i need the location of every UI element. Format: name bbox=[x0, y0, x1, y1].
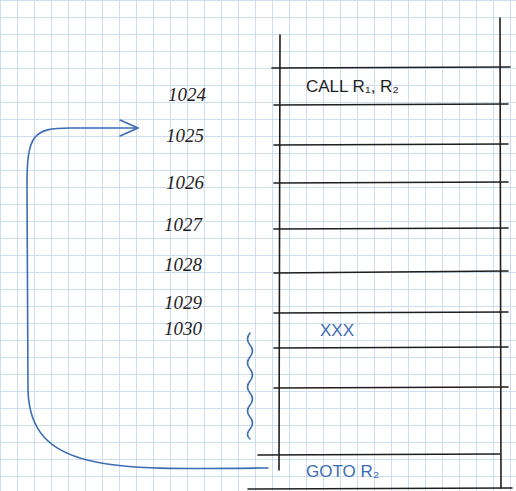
instruction-text: GOTO R₂ bbox=[306, 462, 379, 482]
address-number: 1026 bbox=[166, 172, 204, 194]
arrow-head bbox=[120, 120, 138, 136]
address-number: 1025 bbox=[166, 125, 204, 147]
address-number: 1030 bbox=[164, 318, 202, 340]
instruction-text: XXX bbox=[320, 321, 354, 341]
jump-arrow bbox=[27, 128, 268, 469]
address-number: 1029 bbox=[164, 292, 202, 314]
address-number: 1028 bbox=[164, 254, 202, 276]
memory-cell: XXX bbox=[284, 314, 496, 347]
ellipsis-squiggle bbox=[248, 333, 253, 439]
address-number: 1027 bbox=[164, 214, 202, 236]
instruction-text: CALL R₁, R₂ bbox=[306, 77, 399, 97]
memory-cell: GOTO R₂ bbox=[284, 456, 496, 487]
memory-cell: CALL R₁, R₂ bbox=[284, 69, 496, 104]
address-number: 1024 bbox=[168, 84, 206, 106]
